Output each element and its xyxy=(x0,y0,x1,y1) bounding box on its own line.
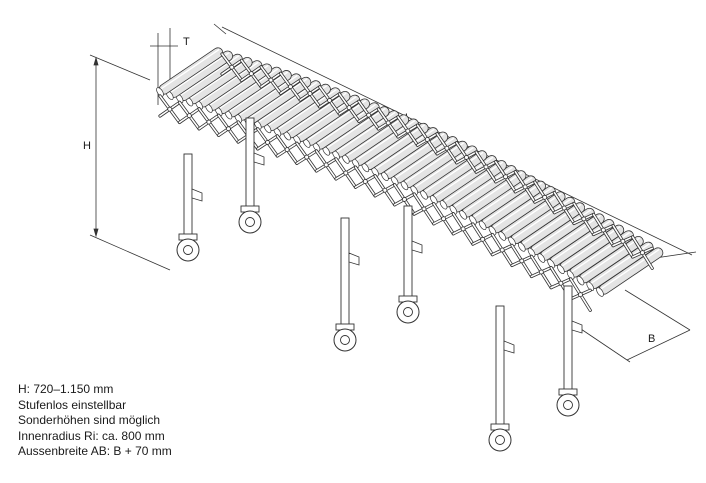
pivot-pin xyxy=(480,236,486,242)
pivot-pin xyxy=(327,98,332,103)
stand-leg xyxy=(495,305,505,427)
dimension-h-label: H xyxy=(83,140,91,152)
pivot-pin xyxy=(366,112,372,118)
roller xyxy=(283,90,351,141)
caster-hub xyxy=(183,245,193,255)
spec-text-block: H: 720–1.150 mm Stufenlos einstellbar So… xyxy=(18,382,278,460)
caster-hub xyxy=(563,400,573,410)
pivot-pin xyxy=(499,247,505,253)
roller xyxy=(312,102,380,152)
roller xyxy=(263,83,331,134)
roller xyxy=(156,47,224,97)
adjust-knob xyxy=(571,320,583,334)
spec-adjustable: Stufenlos einstellbar xyxy=(18,397,127,412)
adjust-knob xyxy=(348,252,360,266)
pivot-pin xyxy=(483,164,489,170)
roller xyxy=(390,136,458,186)
pivot-pin xyxy=(538,269,544,275)
pivot-pin xyxy=(385,120,391,126)
dimension-b-label: B xyxy=(648,333,655,345)
adjust-knob xyxy=(411,240,423,254)
pivot-pin xyxy=(424,137,430,142)
pivot-pin xyxy=(288,84,293,90)
pivot-pin xyxy=(460,226,466,232)
roller xyxy=(302,98,370,148)
adjust-knob xyxy=(253,152,265,166)
stand-leg xyxy=(245,117,255,209)
spec-height: H: 720–1.150 mm xyxy=(18,382,114,396)
adjust-knob xyxy=(191,188,203,202)
pivot-pin xyxy=(362,179,368,184)
pivot-pin xyxy=(307,91,313,96)
pivot-pin xyxy=(503,174,508,180)
adjust-knob xyxy=(503,340,515,354)
pivot-pin xyxy=(640,250,645,256)
scissor-frame xyxy=(158,52,654,312)
pivot-pin xyxy=(581,216,587,222)
pivot-pin xyxy=(186,113,192,119)
pivot-pin xyxy=(382,187,388,193)
pivot-pin xyxy=(561,205,567,211)
spec-outer-width: Aussenbreite AB: B + 70 mm xyxy=(18,444,172,459)
pivot-pin xyxy=(444,145,450,151)
dimension-h xyxy=(89,54,171,271)
pivot-pin xyxy=(323,162,329,168)
stands xyxy=(176,117,583,452)
dimension-b xyxy=(574,289,691,363)
stand-leg xyxy=(183,153,193,237)
pivot-pin xyxy=(441,216,446,222)
caster-hub xyxy=(245,217,255,227)
pivot-pin xyxy=(343,170,349,176)
stand-leg xyxy=(563,285,573,392)
pivot-pin xyxy=(226,126,231,132)
pivot-pin xyxy=(542,194,548,200)
roller xyxy=(341,114,410,164)
stand-leg xyxy=(403,205,413,299)
pivot-pin xyxy=(346,105,352,111)
pivot-pin xyxy=(167,106,173,112)
pivot-pin xyxy=(620,238,626,244)
caster-hub xyxy=(495,435,505,445)
pivot-pin xyxy=(578,292,583,298)
pivot-pin xyxy=(268,77,274,83)
pivot-pin xyxy=(405,128,411,134)
pivot-pin xyxy=(284,147,290,153)
caster-hub xyxy=(403,307,413,317)
pivot-pin xyxy=(229,64,235,70)
spec-special-heights: Sonderhöhen sind möglich xyxy=(18,413,161,428)
pivot-pin xyxy=(304,154,310,160)
pivot-pin xyxy=(464,155,469,160)
caster-hub xyxy=(340,335,350,345)
roller xyxy=(293,94,361,145)
pivot-pin xyxy=(558,280,564,286)
pivot-pin xyxy=(522,184,528,190)
pivot-pin xyxy=(519,258,525,264)
stand-leg xyxy=(340,217,350,327)
pivot-pin xyxy=(600,227,606,233)
pivot-pin xyxy=(265,140,270,145)
spec-inner-radius: Innenradius Ri: ca. 800 mm xyxy=(18,428,165,443)
dimension-t-label: T xyxy=(183,36,190,48)
pivot-pin xyxy=(248,71,254,77)
pivot-pin xyxy=(402,197,407,202)
pivot-pin xyxy=(206,119,212,125)
pivot-pin xyxy=(421,206,427,212)
